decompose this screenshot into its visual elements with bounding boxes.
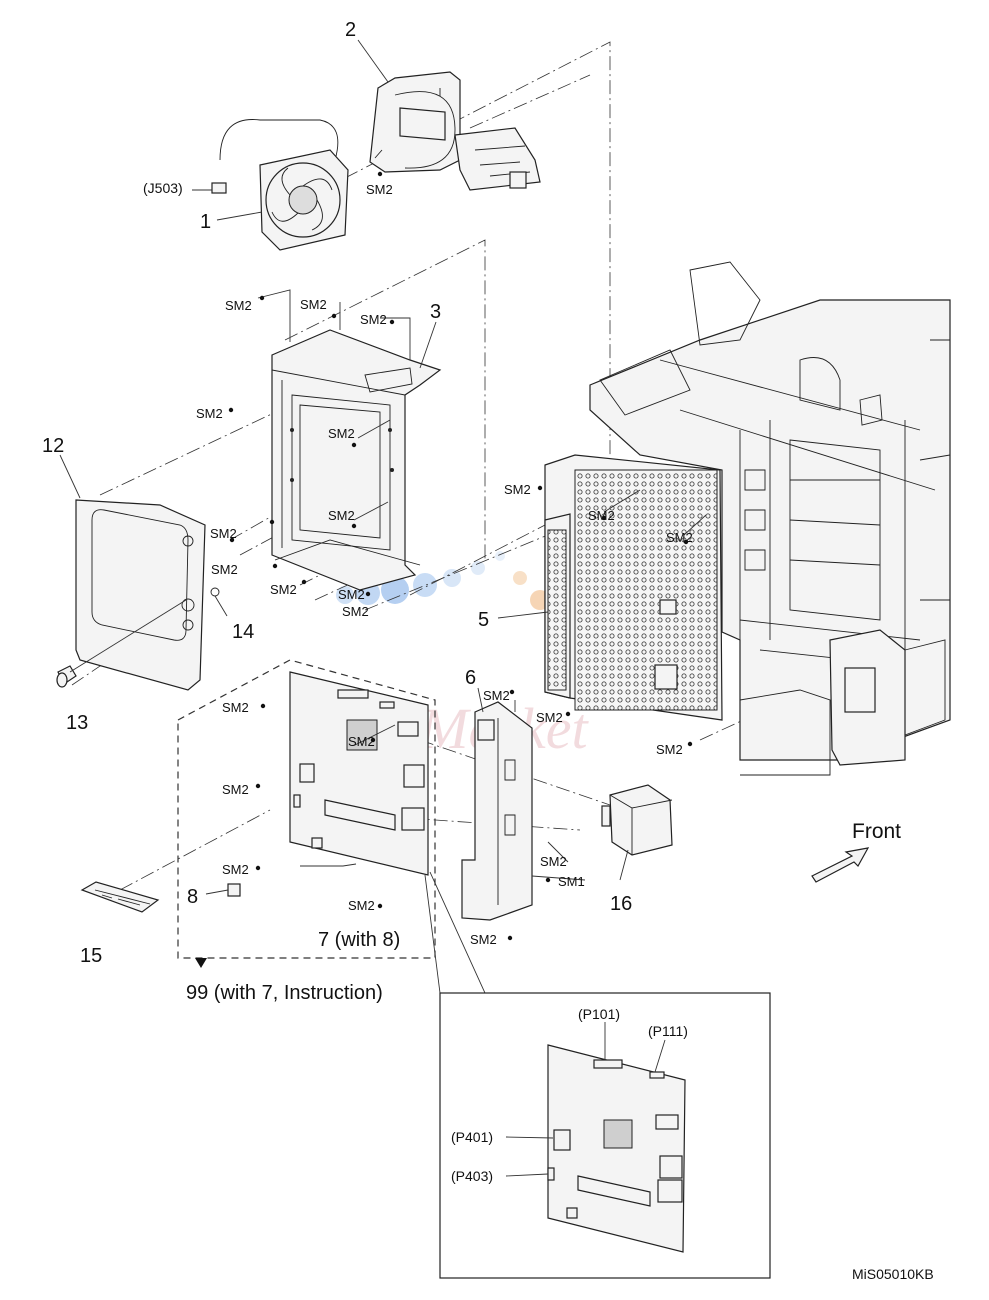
front-direction-arrow: Front — [811, 820, 901, 883]
screw-label: SM2 — [342, 604, 369, 619]
part-memory-module — [80, 881, 160, 913]
screw-label: SM2 — [348, 898, 375, 913]
screw-label: SM1 — [558, 874, 585, 889]
callout-12: 12 — [42, 435, 64, 457]
connector-p101: (P101) — [578, 1006, 620, 1022]
callout-3: 3 — [430, 301, 441, 323]
part-controller-board — [289, 671, 429, 876]
screw-label: SM2 — [656, 742, 683, 757]
screw-label: SM2 — [588, 508, 615, 523]
screw-label: SM2 — [222, 782, 249, 797]
part-mesh-cage — [544, 454, 723, 721]
part-thumb-screw — [56, 665, 77, 688]
connector-p111: (P111) — [648, 1023, 688, 1039]
callout-labels: 2 1 3 12 14 5 6 13 8 15 16 7 (with 8) 99… — [42, 19, 632, 1004]
screw-label: SM2 — [210, 526, 237, 541]
part-side-bracket — [461, 701, 533, 921]
screw-label: SM2 — [222, 862, 249, 877]
part-fan-duct — [369, 71, 541, 191]
screw-label: SM2 — [211, 562, 238, 577]
part-adapter-box — [601, 784, 673, 856]
part-cover-plate — [75, 499, 206, 691]
connector-labels: (J503) (P101) (P111) (P401) (P403) — [143, 180, 688, 1184]
callout-2: 2 — [345, 19, 356, 41]
connector-p403: (P403) — [451, 1168, 493, 1184]
screw-label: SM2 — [360, 312, 387, 327]
callout-99: 99 (with 7, Instruction) — [186, 982, 383, 1004]
callout-5: 5 — [478, 609, 489, 631]
screw-label: SM2 — [540, 854, 567, 869]
screw-label: SM2 — [536, 710, 563, 725]
callout-8: 8 — [187, 886, 198, 908]
callout-15: 15 — [80, 945, 102, 967]
screw-label: SM2 — [483, 688, 510, 703]
screw-label: SM2 — [504, 482, 531, 497]
callout-14: 14 — [232, 621, 254, 643]
printer-chassis — [589, 261, 951, 776]
screw-label: SM2 — [328, 426, 355, 441]
screw-label: SM2 — [328, 508, 355, 523]
front-label: Front — [852, 820, 901, 843]
callout-1: 1 — [200, 211, 211, 233]
kit-boundary — [177, 659, 436, 959]
screw-label: SM2 — [470, 932, 497, 947]
connector-j503: (J503) — [143, 180, 183, 196]
part-cooling-fan — [211, 119, 349, 251]
screw-label: SM2 — [666, 530, 693, 545]
screw-markers — [228, 171, 693, 941]
part-small-chip — [227, 883, 241, 897]
screw-label: SM2 — [270, 582, 297, 597]
part-bracket-frame — [271, 329, 442, 591]
callout-16: 16 — [610, 893, 632, 915]
kit-marker-triangle — [195, 958, 207, 968]
detail-inset — [424, 871, 771, 1279]
callout-7: 7 (with 8) — [318, 929, 400, 951]
connector-p401: (P401) — [451, 1129, 493, 1145]
drawing-id: MiS05010KB — [852, 1266, 934, 1282]
callout-13: 13 — [66, 712, 88, 734]
screw-label: SM2 — [225, 298, 252, 313]
callout-6: 6 — [465, 667, 476, 689]
screw-label: SM2 — [348, 734, 375, 749]
callout-leaders — [59, 39, 707, 895]
screw-label: SM2 — [222, 700, 249, 715]
screw-label: SM2 — [338, 587, 365, 602]
screw-label: SM2 — [366, 182, 393, 197]
screw-label: SM2 — [196, 406, 223, 421]
screw-label: SM2 — [300, 297, 327, 312]
part-washer — [210, 587, 220, 597]
screw-labels: SM2 SM2 SM2 SM2 SM2 SM2 SM2 SM2 SM2 SM2 … — [196, 182, 693, 947]
